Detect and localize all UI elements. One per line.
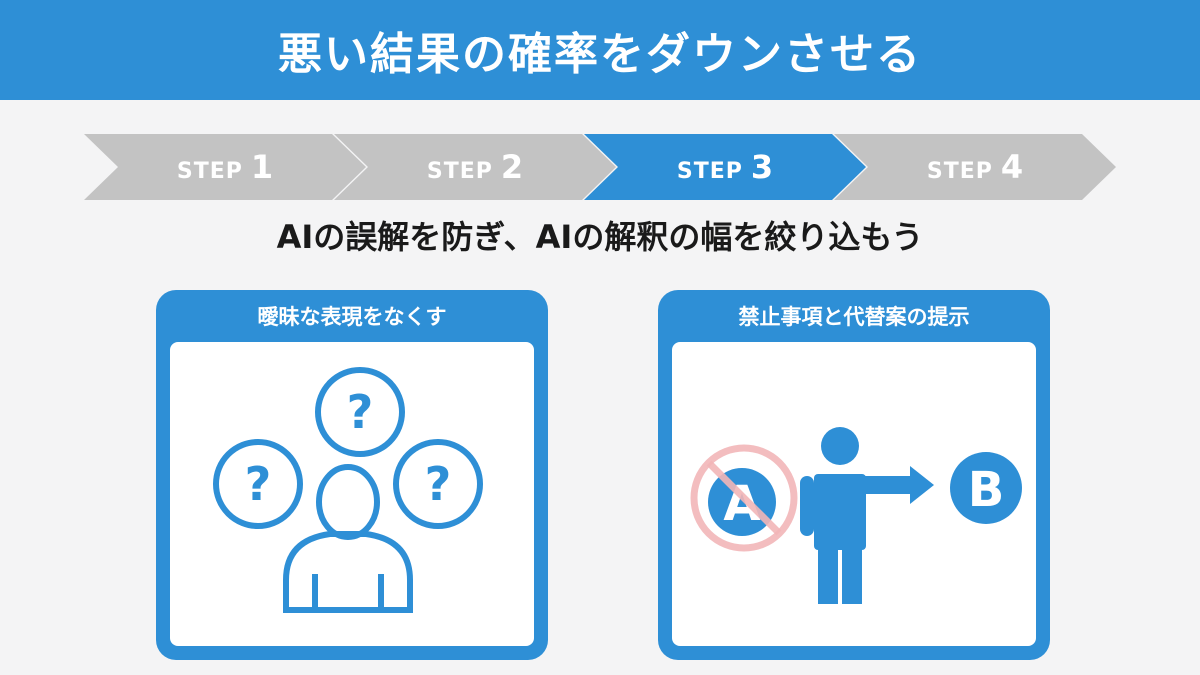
step-3: STEP 3 [584, 134, 866, 200]
card-title: 曖昧な表現をなくす [257, 305, 447, 329]
option-b-circle [950, 452, 1022, 524]
page-title: 悪い結果の確率をダウンさせる [278, 29, 922, 80]
step-4-chevron [834, 134, 1116, 200]
card-prohibitions-alternatives: 禁止事項と代替案の提示 A B [658, 290, 1050, 660]
step-2-number: 2 [500, 148, 524, 186]
card-body: A B [672, 342, 1036, 646]
step-4-number: 4 [1000, 148, 1024, 186]
step-1-label: STEP [176, 159, 243, 184]
step-1-chevron [84, 134, 366, 200]
question-mark-right: ? [425, 457, 452, 511]
step-4-label: STEP [926, 159, 993, 184]
option-b-label: B [968, 462, 1005, 518]
prohibited-icon [690, 444, 798, 552]
step-3-label: STEP [676, 159, 743, 184]
pointing-person [800, 427, 934, 604]
step-2-label: STEP [426, 159, 493, 184]
subtitle: AIの誤解を防ぎ、AIの解釈の幅を絞り込もう [276, 218, 924, 256]
option-a-circle [708, 468, 776, 536]
step-1-number: 1 [250, 148, 274, 186]
step-2-chevron [334, 134, 616, 200]
question-mark-top: ? [347, 385, 374, 439]
step-3-chevron [584, 134, 866, 200]
step-progress: STEP 1 STEP 2 STEP 3 STEP 4 [0, 134, 1200, 200]
step-3-number: 3 [750, 148, 774, 186]
step-2: STEP 2 [334, 134, 616, 200]
card-body: ? ? ? [170, 342, 534, 646]
step-1: STEP 1 [84, 134, 366, 200]
header-banner: 悪い結果の確率をダウンさせる [0, 0, 1200, 100]
step-4: STEP 4 [834, 134, 1116, 200]
question-mark-left: ? [245, 457, 272, 511]
card-title: 禁止事項と代替案の提示 [738, 305, 970, 329]
person-with-question-marks-icon: ? ? ? [213, 367, 483, 613]
person-pointing-a-to-b-icon: A B [690, 427, 1022, 604]
card-ambiguous-expressions: 曖昧な表現をなくす ? ? ? [156, 290, 548, 660]
